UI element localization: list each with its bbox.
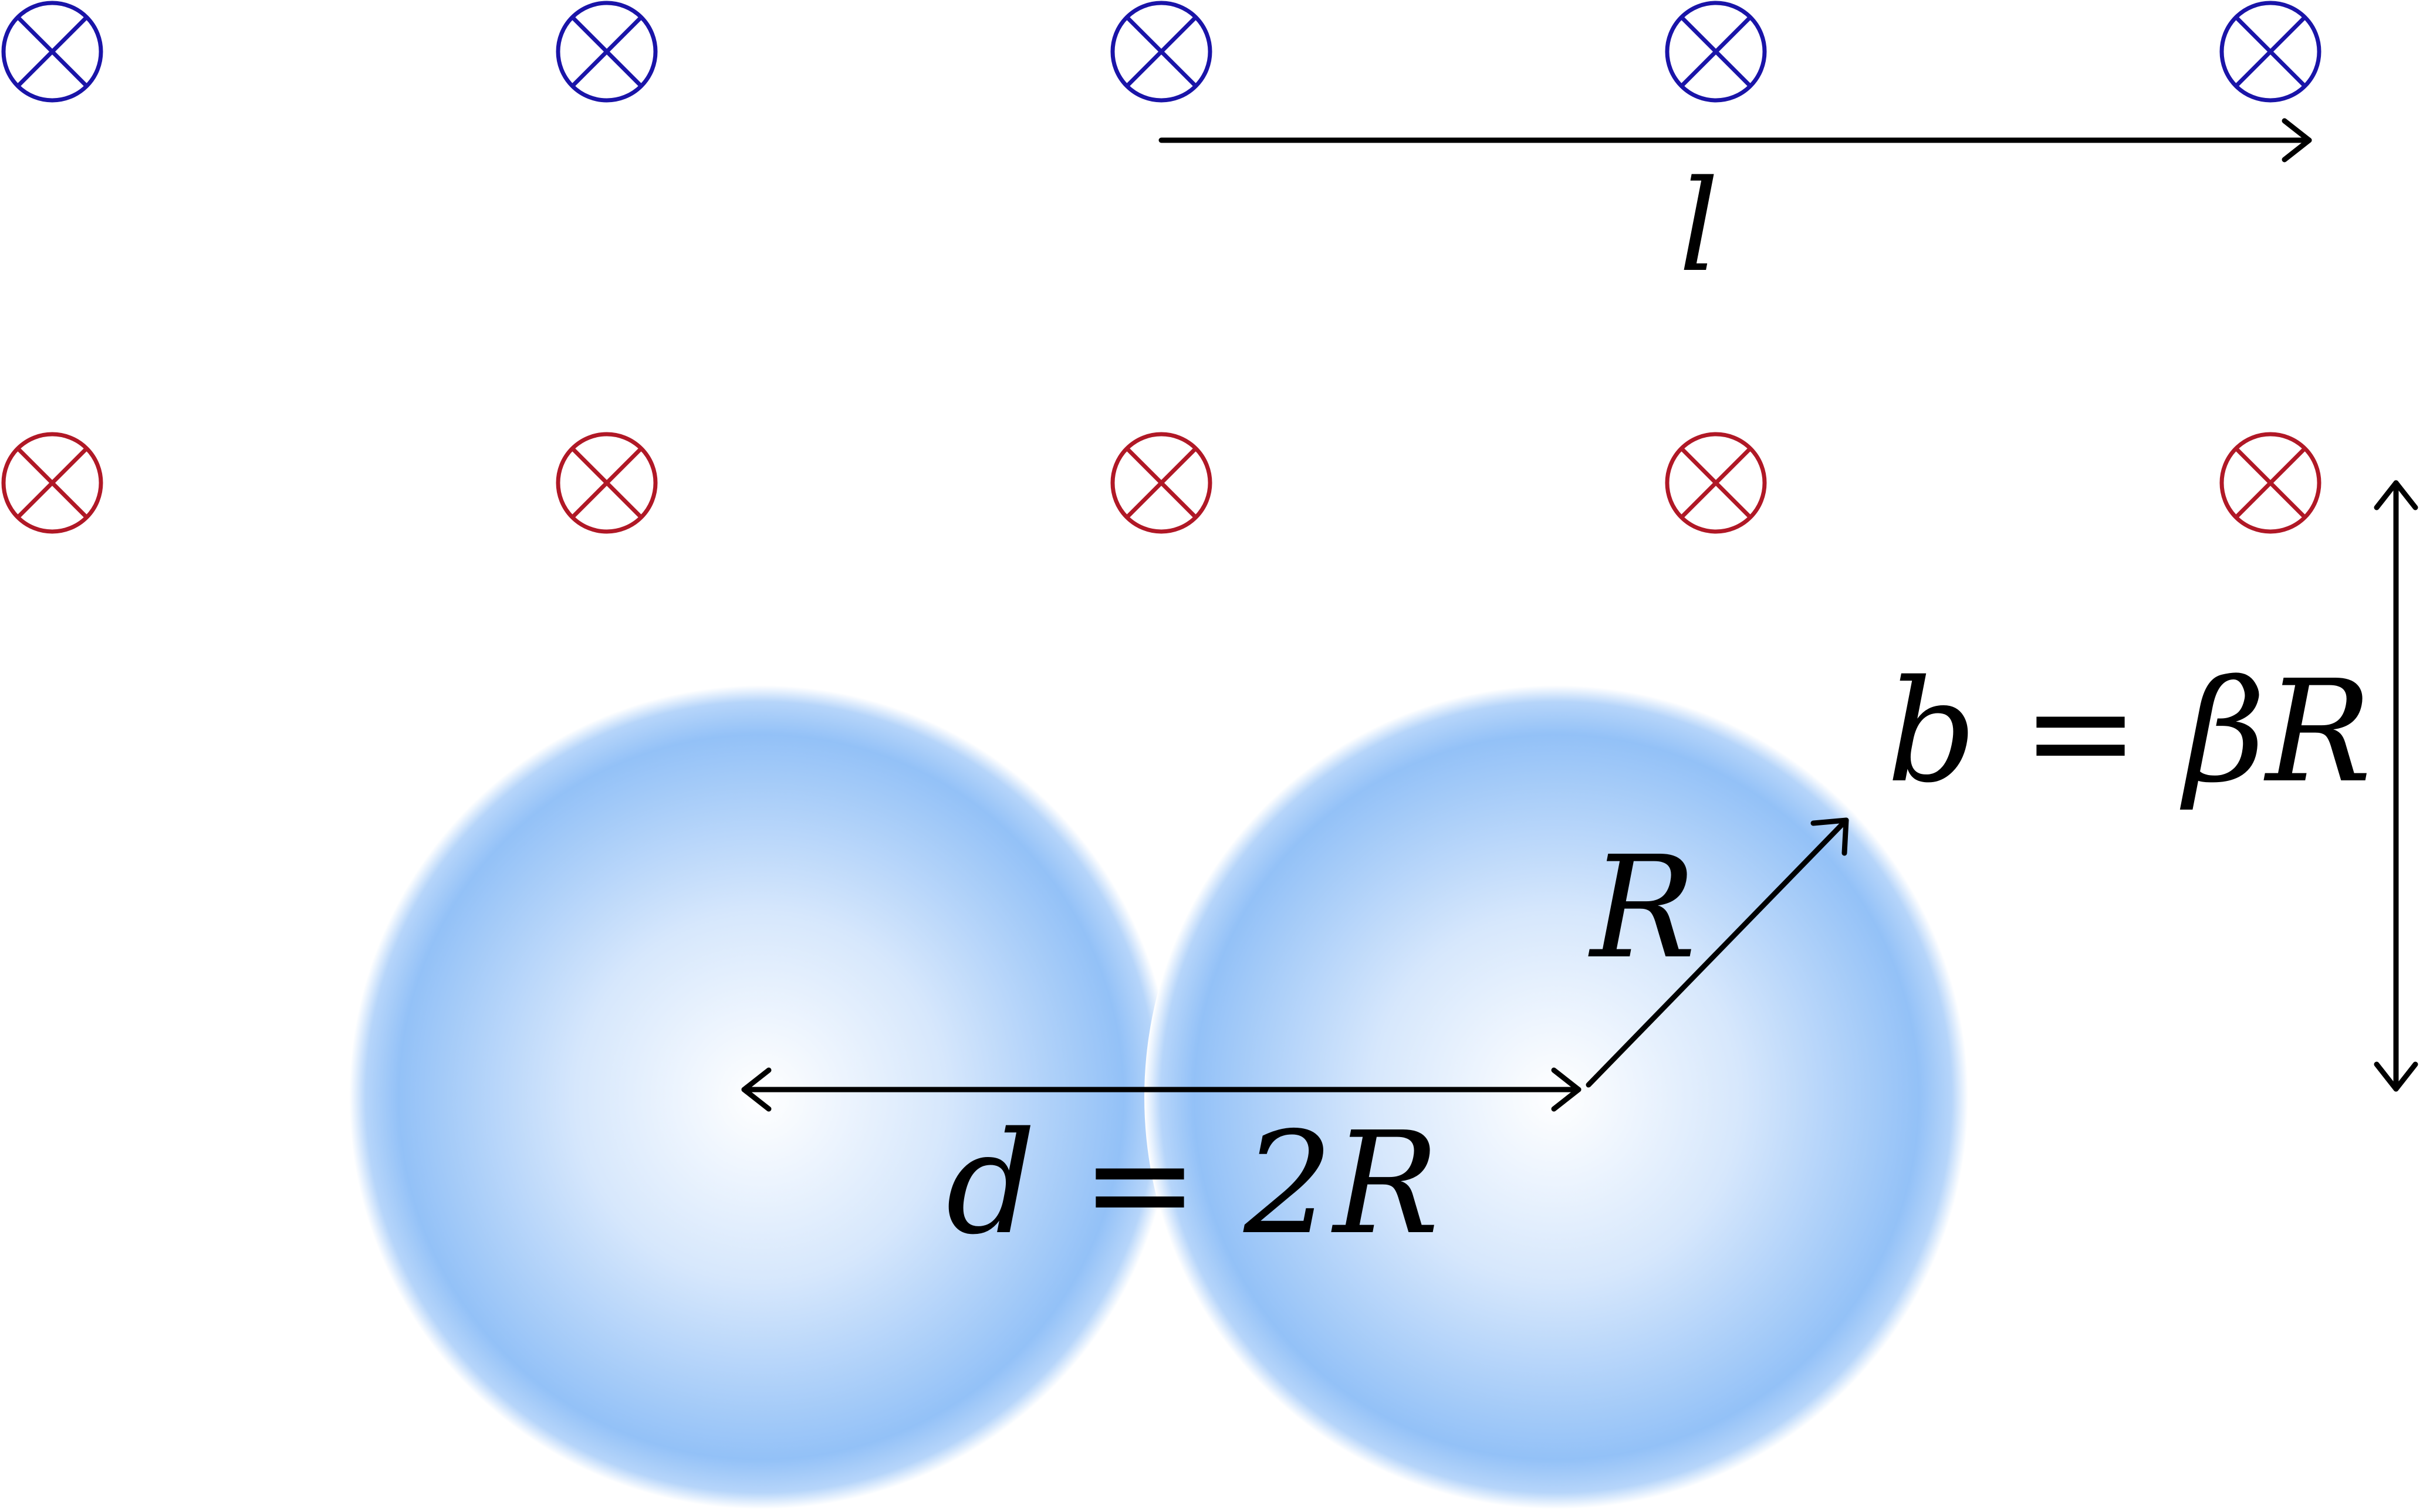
separation-arrow: [741, 1067, 1581, 1112]
left-sphere: [349, 685, 1173, 1509]
lower-marker-2: [556, 432, 658, 534]
impact-label: b = βR: [1887, 650, 2372, 814]
upper-marker-5: [2219, 1, 2321, 103]
lower-marker-5: [2219, 432, 2321, 534]
radius-label: R: [1588, 826, 1697, 990]
arrows: [741, 118, 2418, 1112]
right-sphere: [1144, 685, 1968, 1509]
upper-marker-row: [1, 1, 2321, 103]
lower-marker-4: [1665, 432, 1767, 534]
lower-marker-1: [1, 432, 103, 534]
upper-marker-4: [1665, 1, 1767, 103]
lower-marker-3: [1110, 432, 1212, 534]
spacing-label: l: [1679, 153, 1719, 300]
impact-arrow: [2374, 480, 2418, 1092]
separation-label: d = 2R: [946, 1101, 1439, 1266]
lower-marker-row: [1, 432, 2321, 534]
radius-arrow: [1586, 817, 1849, 1088]
spacing-arrow: [1158, 118, 2312, 163]
upper-marker-2: [556, 1, 658, 103]
upper-marker-3: [1110, 1, 1212, 103]
spheres: [349, 685, 1968, 1509]
upper-marker-1: [1, 1, 103, 103]
